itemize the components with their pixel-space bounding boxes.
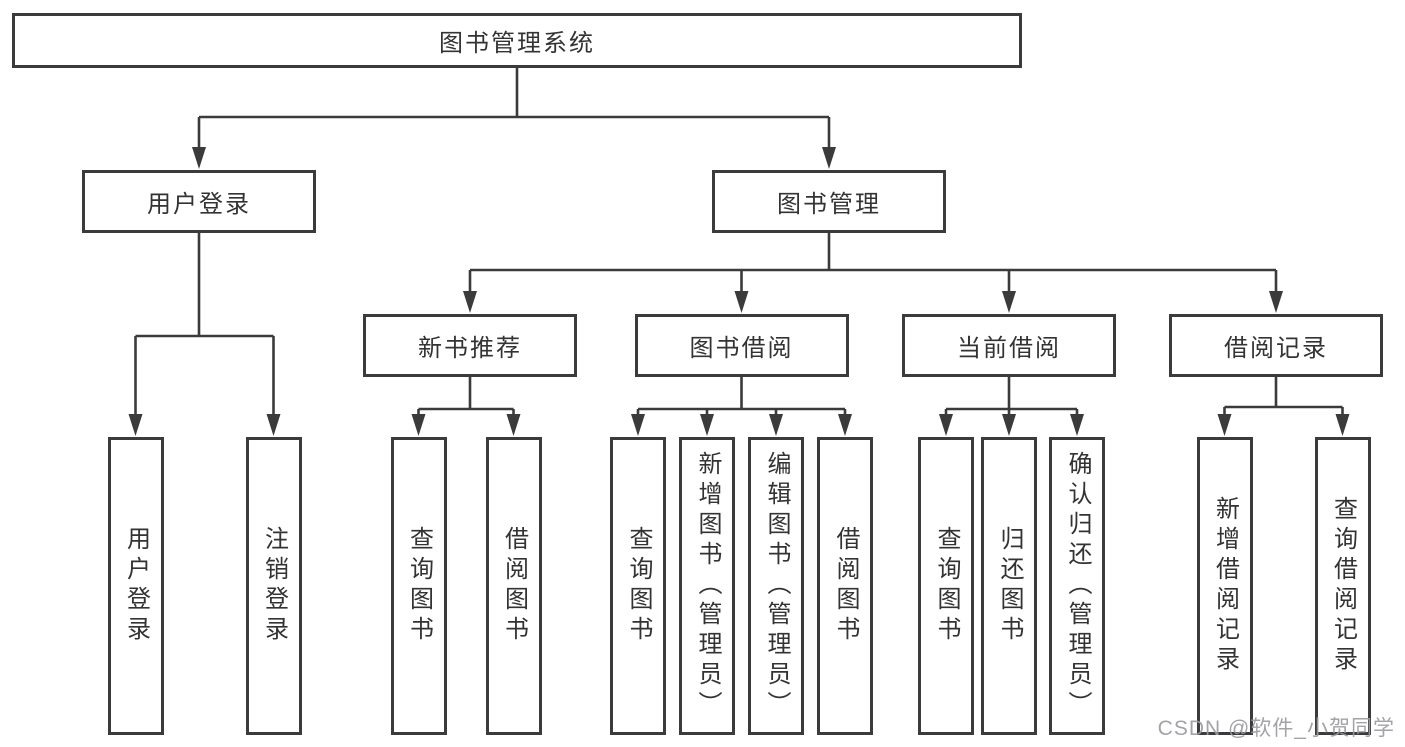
connector-root-to-level2 xyxy=(197,68,831,150)
arrow-down-icon xyxy=(1335,414,1350,436)
node-book-borrow: 图书借阅 xyxy=(634,314,849,377)
arrow-down-icon xyxy=(192,147,206,169)
leaf-query-book-3: 查询图书 xyxy=(918,437,974,735)
node-label: 查询图书 xyxy=(405,526,433,646)
arrow-down-icon xyxy=(1002,291,1016,313)
node-label: 查询借阅记录 xyxy=(1329,496,1357,676)
node-current-borrow: 当前借阅 xyxy=(902,314,1116,377)
node-book-management: 图书管理 xyxy=(712,170,946,233)
node-label: 当前借阅 xyxy=(957,335,1061,362)
connector-bookborrow-to-leaves xyxy=(636,377,847,417)
node-label: 新书推荐 xyxy=(418,335,522,362)
node-library-management-system: 图书管理系统 xyxy=(12,13,1022,68)
leaf-user-login: 用户登录 xyxy=(107,437,164,735)
leaf-query-borrow-record: 查询借阅记录 xyxy=(1314,437,1371,735)
arrow-down-icon xyxy=(700,414,714,436)
node-label: 用户登录 xyxy=(122,526,150,646)
connector-borrowrecord-to-leaves xyxy=(1223,377,1344,417)
arrow-down-icon xyxy=(838,414,852,436)
node-label: 新增图书（管理员） xyxy=(694,451,721,721)
leaf-confirm-return-admin: 确认归还（管理员） xyxy=(1049,437,1105,735)
leaf-borrow-book-2: 借阅图书 xyxy=(817,437,873,735)
leaf-query-book-1: 查询图书 xyxy=(390,437,447,735)
node-label: 用户登录 xyxy=(147,191,251,218)
node-user-login: 用户登录 xyxy=(82,170,316,233)
leaf-edit-book-admin: 编辑图书（管理员） xyxy=(748,437,804,735)
node-label: 借阅记录 xyxy=(1224,335,1328,362)
arrow-down-icon xyxy=(769,414,783,436)
arrowheads xyxy=(128,147,1350,436)
node-label: 借阅图书 xyxy=(832,526,859,646)
arrow-down-icon xyxy=(631,414,645,436)
node-label: 图书借阅 xyxy=(689,335,794,362)
node-label: 确认归还（管理员） xyxy=(1064,451,1091,721)
leaf-add-borrow-record: 新增借阅记录 xyxy=(1196,437,1253,735)
arrow-down-icon xyxy=(411,414,426,436)
arrow-down-icon xyxy=(822,147,836,169)
leaf-query-book-2: 查询图书 xyxy=(610,437,666,735)
node-label: 归还图书 xyxy=(996,526,1023,646)
node-label: 查询图书 xyxy=(933,526,960,646)
leaf-return-book: 归还图书 xyxy=(981,437,1037,735)
node-label: 编辑图书（管理员） xyxy=(763,451,790,721)
node-label: 注销登录 xyxy=(260,526,288,646)
arrow-down-icon xyxy=(939,414,953,436)
connector-currentborrow-to-leaves xyxy=(944,377,1079,417)
node-label: 新增借阅记录 xyxy=(1211,496,1239,676)
arrow-down-icon xyxy=(1269,291,1283,313)
leaf-logout: 注销登录 xyxy=(245,437,302,735)
csdn-watermark: CSDN @软件_小贺同学 xyxy=(1157,717,1395,740)
node-label: 查询图书 xyxy=(625,526,652,646)
arrow-down-icon xyxy=(734,291,749,313)
connector-newbook-to-leaves xyxy=(417,377,515,417)
leaf-add-book-admin: 新增图书（管理员） xyxy=(679,437,735,735)
arrow-down-icon xyxy=(506,414,521,436)
node-label: 图书管理系统 xyxy=(439,30,595,57)
node-borrow-record: 借阅记录 xyxy=(1169,314,1383,377)
connector-bookmgmt-to-level3 xyxy=(468,233,1278,294)
arrow-down-icon xyxy=(1070,414,1084,436)
arrow-down-icon xyxy=(1002,414,1016,436)
connector-userlogin-to-leaves xyxy=(134,233,275,417)
node-new-book-recommend: 新书推荐 xyxy=(363,314,577,377)
arrow-down-icon xyxy=(463,291,477,313)
arrow-down-icon xyxy=(266,414,281,436)
node-label: 图书管理 xyxy=(777,191,881,218)
arrow-down-icon xyxy=(1217,414,1232,436)
arrow-down-icon xyxy=(128,414,143,436)
node-label: 借阅图书 xyxy=(500,526,528,646)
leaf-borrow-book-1: 借阅图书 xyxy=(485,437,542,735)
